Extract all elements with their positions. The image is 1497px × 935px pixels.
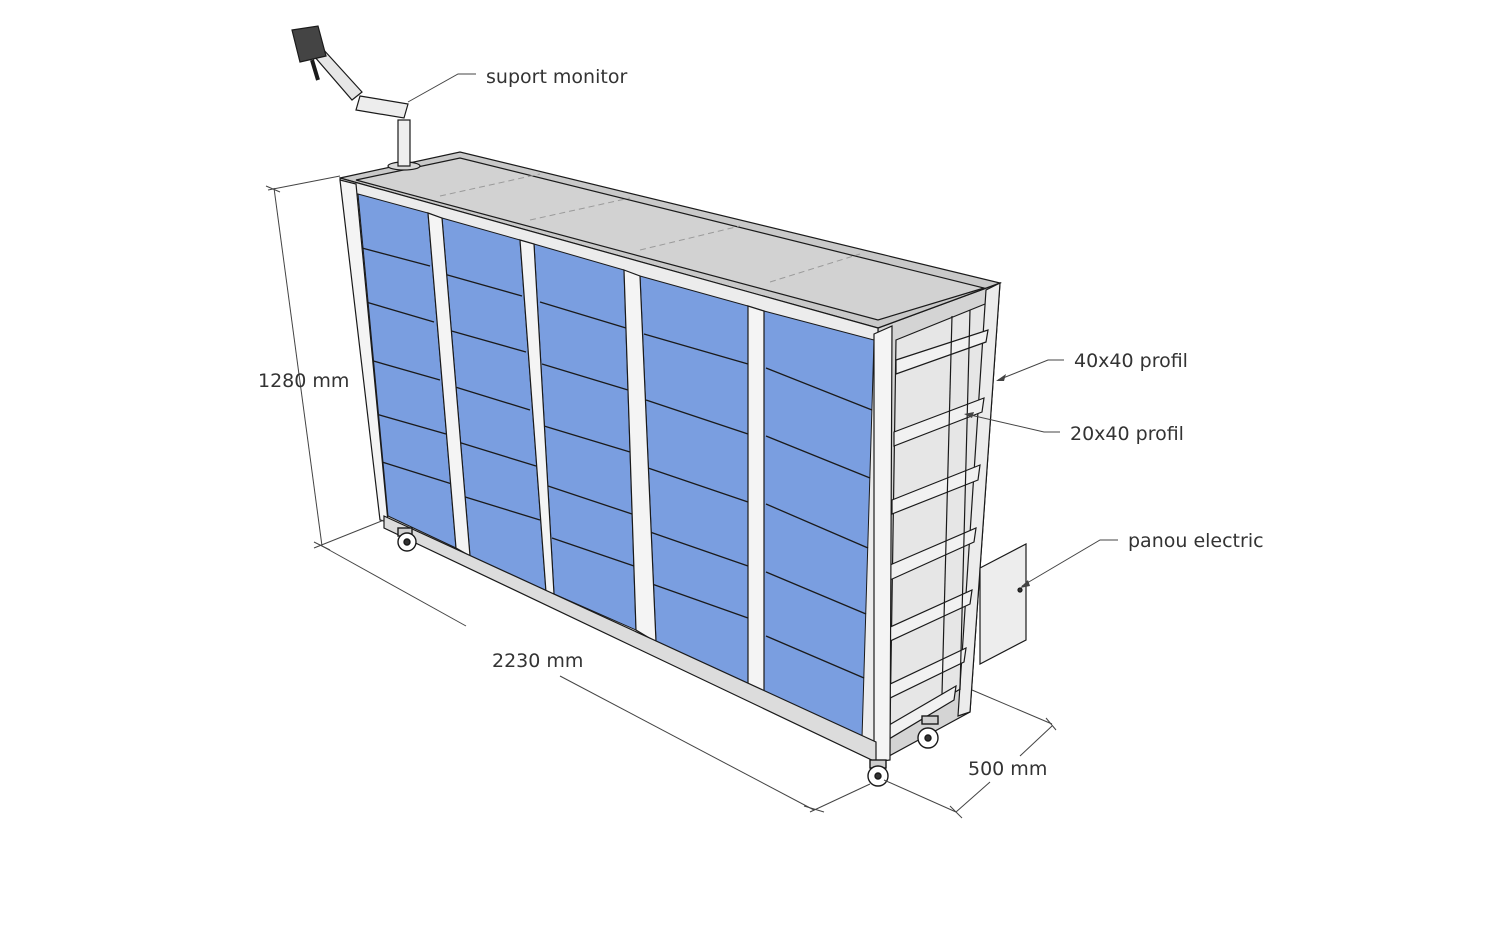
leader-lines (407, 73, 1118, 587)
profile-40x40-label: 40x40 profil (1074, 350, 1188, 372)
wheel-front-right (867, 759, 889, 787)
monitor-mount-shape (291, 25, 421, 171)
front-posts (339, 179, 893, 763)
top-panel (339, 151, 1003, 329)
depth-dimension-label: 500 mm (968, 758, 1047, 780)
leader-arrowheads (964, 374, 1030, 588)
wheel-rear-right (917, 715, 939, 749)
side-frame (877, 281, 1001, 764)
profile-20x40-label: 20x40 profil (1070, 423, 1184, 445)
electric-panel-label: panou electric (1128, 530, 1264, 552)
wheel-front-left (397, 527, 417, 552)
monitor-mount-label: suport monitor (486, 66, 627, 88)
compartment-5 (763, 310, 875, 739)
caster-wheels (397, 527, 939, 787)
length-dimension-label: 2230 mm (492, 650, 583, 672)
height-dimension-label: 1280 mm (258, 370, 349, 392)
dimension-lines (265, 175, 1057, 819)
electric-panel-shape (979, 543, 1027, 665)
shelves (361, 247, 873, 679)
